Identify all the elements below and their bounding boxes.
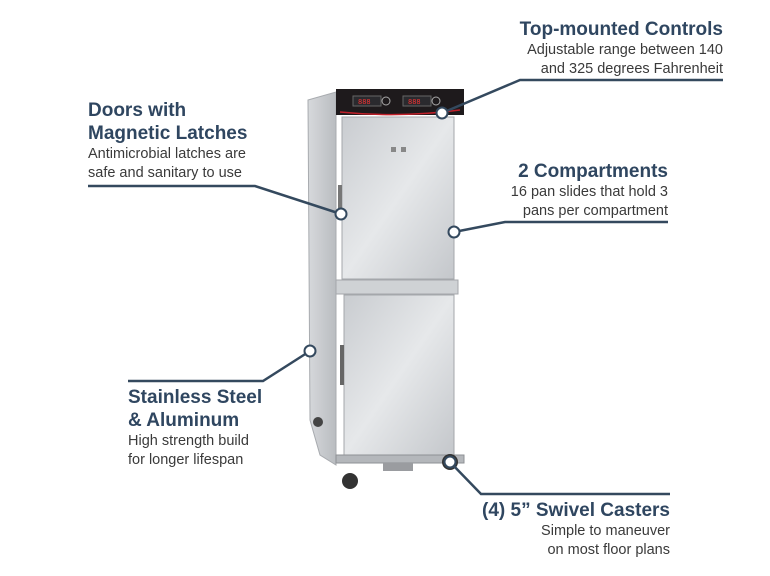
callout-title: Stainless Steel — [128, 387, 263, 408]
callout-title: Doors with — [88, 100, 187, 121]
casters-dot — [443, 455, 457, 469]
callout-desc-line: and 325 degrees Fahrenheit — [540, 61, 723, 77]
callout-title: Top-mounted Controls — [519, 19, 723, 40]
callout-desc-line: safe and sanitary to use — [88, 165, 242, 181]
steel-dot — [303, 344, 317, 358]
upper-latch — [338, 185, 342, 215]
callout-title: Magnetic Latches — [88, 123, 248, 144]
doors-dot — [334, 207, 348, 221]
divider-rail — [335, 279, 459, 295]
callout-title: & Aluminum — [128, 410, 240, 431]
controls-dot — [435, 106, 449, 120]
cabinet-side-panel — [307, 91, 337, 466]
control-knob-right — [431, 96, 441, 106]
caster-front-left — [342, 473, 358, 489]
control-knob-left — [381, 96, 391, 106]
doors-leader — [88, 184, 342, 216]
lower-door — [343, 294, 455, 456]
callout-desc-line: for longer lifespan — [128, 452, 244, 468]
callout-title: 2 Compartments — [518, 161, 668, 182]
caster-rear-left — [313, 417, 323, 427]
display-right-digits: 888 — [408, 98, 421, 106]
callout-doors: Doors with Magnetic Latches Antimicrobia… — [88, 99, 247, 183]
door-vent-2 — [401, 147, 406, 152]
callout-desc-line: High strength build — [128, 433, 249, 449]
callout-casters: (4) 5” Swivel Casters Simple to maneuver… — [482, 499, 670, 560]
steel-leader — [128, 349, 311, 383]
callout-desc-line: Simple to maneuver — [541, 523, 670, 539]
door-vent-1 — [391, 147, 396, 152]
callout-controls: Top-mounted Controls Adjustable range be… — [520, 18, 723, 79]
drip-pan — [383, 463, 413, 471]
callout-desc-line: on most floor plans — [547, 542, 670, 558]
display-right — [402, 95, 432, 107]
casters-leader — [449, 461, 670, 496]
callout-desc-line: pans per compartment — [522, 203, 668, 219]
callout-desc-line: Adjustable range between 140 — [527, 42, 723, 58]
callout-desc-line: 16 pan slides that hold 3 — [510, 184, 668, 200]
callout-desc-line: Antimicrobial latches are — [88, 146, 246, 162]
controls-leader — [441, 78, 723, 115]
compartments-leader — [453, 220, 668, 234]
callout-compartments: 2 Compartments 16 pan slides that hold 3… — [511, 160, 668, 221]
compartments-dot — [447, 225, 461, 239]
callout-steel: Stainless Steel & Aluminum High strength… — [128, 386, 262, 470]
lower-latch — [340, 345, 344, 385]
display-left-digits: 888 — [358, 98, 371, 106]
upper-door — [341, 116, 455, 280]
callout-title: (4) 5” Swivel Casters — [482, 500, 670, 521]
display-left — [352, 95, 382, 107]
